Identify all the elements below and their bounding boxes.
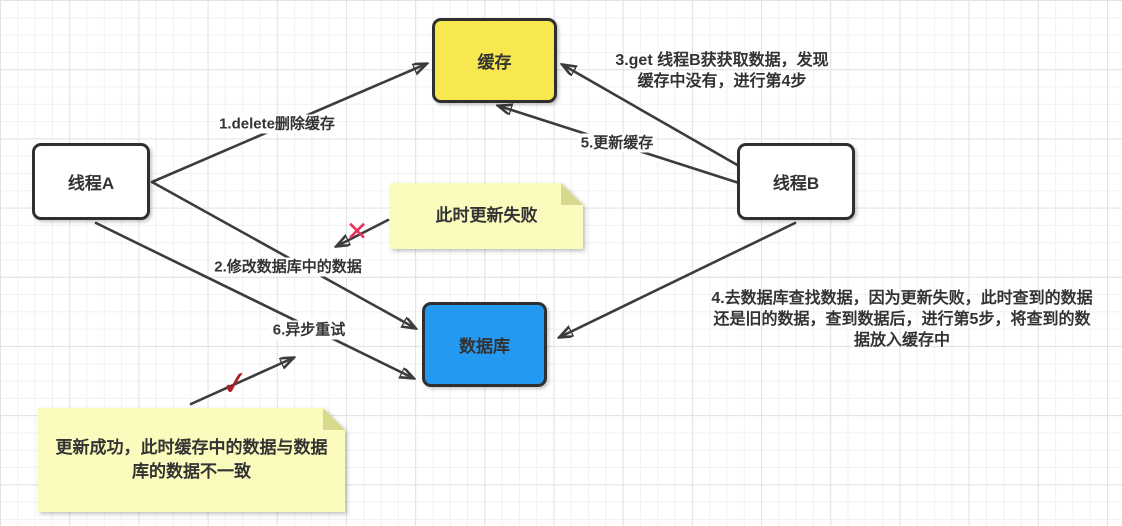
node-database: 数据库 bbox=[422, 302, 547, 387]
note-fold-corner bbox=[561, 183, 583, 205]
edge-label-step5: 5.更新缓存 bbox=[577, 133, 657, 153]
annotation-step4-line3: 据放入缓存中 bbox=[853, 332, 950, 349]
note-update-success-line2: 库的数据不一致 bbox=[132, 462, 251, 481]
node-database-label: 数据库 bbox=[459, 337, 510, 356]
node-thread-a: 线程A bbox=[32, 143, 150, 220]
annotation-step3-line2: 缓存中没有，进行第4步 bbox=[637, 73, 807, 90]
edge-update-db-arrow bbox=[150, 180, 415, 328]
success-check-mark: ✓ bbox=[219, 363, 251, 403]
annotation-step4-line1: 4.去数据库查找数据，因为更新失败，此时查到的数据 bbox=[711, 290, 1093, 307]
note-update-failed-text: 此时更新失败 bbox=[435, 206, 538, 225]
sticky-note-update-success-wrap: 更新成功，此时缓存中的数据与数据 库的数据不一致 bbox=[38, 408, 345, 512]
node-thread-b: 线程B bbox=[737, 143, 855, 220]
edge-label-step1: 1.delete删除缓存 bbox=[216, 114, 338, 134]
note-fold-corner bbox=[323, 408, 345, 430]
sticky-note-update-failed-wrap: 此时更新失败 bbox=[390, 183, 583, 249]
node-cache: 缓存 bbox=[432, 18, 557, 103]
sticky-note-update-failed: 此时更新失败 bbox=[390, 183, 583, 249]
edge-label-step2: 2.修改数据库中的数据 bbox=[211, 257, 365, 277]
fail-x-mark: ✕ bbox=[345, 216, 369, 247]
edge-label-step6: 6.异步重试 bbox=[269, 320, 349, 340]
annotation-step4: 4.去数据库查找数据，因为更新失败，此时查到的数据 还是旧的数据，查到数据后，进… bbox=[698, 288, 1106, 351]
note-update-success-line1: 更新成功，此时缓存中的数据与数据 bbox=[55, 438, 328, 457]
annotation-step3: 3.get 线程B获获取数据，发现 缓存中没有，进行第4步 bbox=[592, 50, 852, 92]
node-thread-a-label: 线程A bbox=[67, 174, 115, 193]
sticky-note-update-success: 更新成功，此时缓存中的数据与数据 库的数据不一致 bbox=[38, 408, 345, 512]
node-thread-b-label: 线程B bbox=[772, 174, 820, 193]
annotation-step4-line2: 还是旧的数据，查到数据后，进行第5步，将查到的数 bbox=[713, 311, 1091, 328]
node-cache-label: 缓存 bbox=[477, 53, 512, 72]
annotation-step3-line1: 3.get 线程B获获取数据，发现 bbox=[615, 52, 829, 69]
